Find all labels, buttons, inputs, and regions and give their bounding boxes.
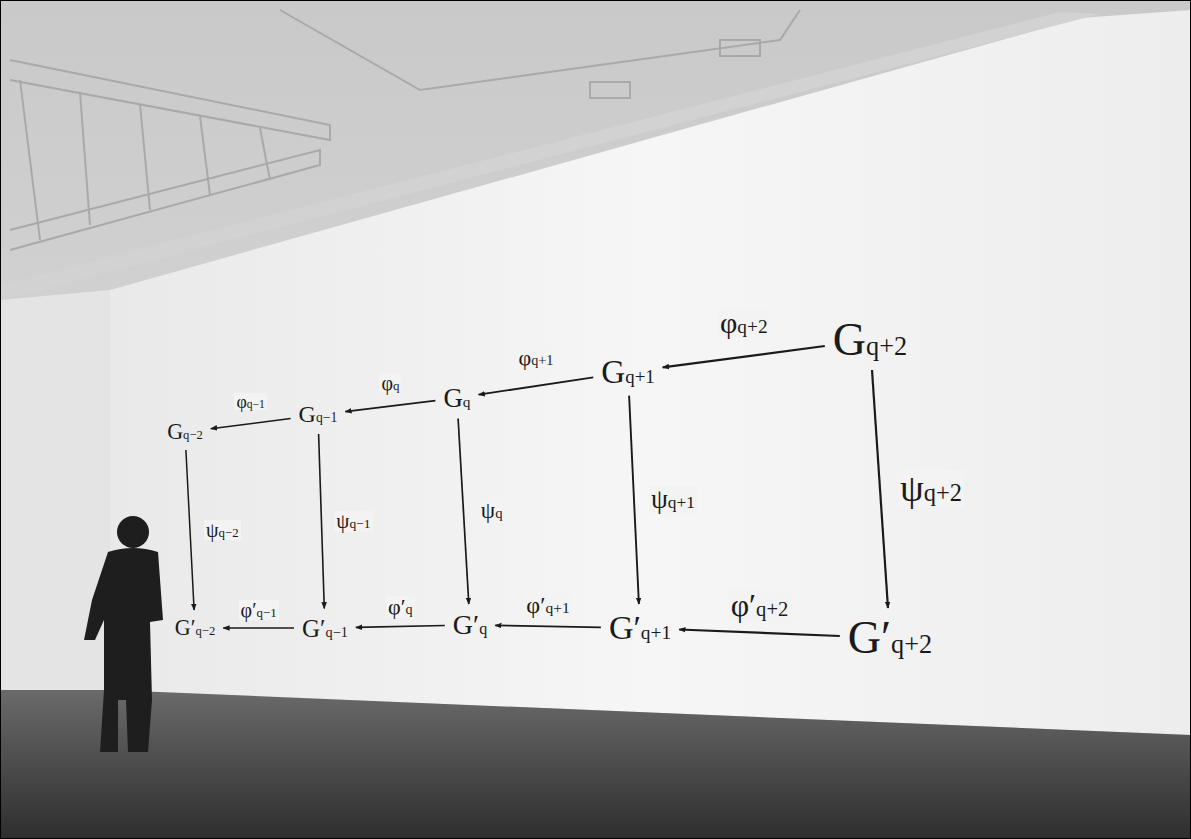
math-object: Gq+2 <box>830 315 910 365</box>
object-symbol: G′q−2 <box>175 617 215 639</box>
morphism-label: φq+1 <box>517 347 556 369</box>
morphism-label: φ′q <box>386 596 415 618</box>
morphism-label: φq+2 <box>718 308 770 338</box>
morphism-arrow <box>319 434 325 609</box>
morphism-label: φ′q−1 <box>239 600 279 620</box>
morphism-label: φ′q+2 <box>729 590 791 622</box>
morphism-arrow <box>345 401 435 412</box>
morphism-arrow <box>223 627 294 629</box>
object-symbol: G′q <box>453 611 487 639</box>
object-symbol: Gq+2 <box>833 317 907 363</box>
floor <box>0 690 1191 839</box>
morphism-arrow <box>186 450 194 610</box>
math-object: G′q <box>450 609 490 641</box>
morphism-arrow <box>479 377 594 394</box>
morphism-label: ψq+1 <box>649 486 697 513</box>
object-symbol: G′q+2 <box>848 615 932 661</box>
morphism-label: ψq+2 <box>898 470 964 508</box>
object-symbol: Gq−1 <box>299 403 338 427</box>
math-object: G′q−1 <box>299 614 351 643</box>
math-object: G′q−2 <box>172 615 218 641</box>
morphism-label: ψq−1 <box>334 511 372 532</box>
morphism-label: φq−1 <box>234 393 267 411</box>
ceiling-truss <box>10 10 800 250</box>
morphism-arrow <box>679 630 840 637</box>
morphism-arrow <box>458 419 469 605</box>
morphism-label: ψq <box>479 500 505 523</box>
morphism-label: φ′q+1 <box>524 593 571 617</box>
object-symbol: Gq−2 <box>167 421 203 443</box>
visitor-silhouette <box>84 516 163 752</box>
object-symbol: Gq+1 <box>601 356 654 389</box>
object-symbol: Gq <box>443 385 470 412</box>
math-object: Gq+1 <box>598 354 657 391</box>
object-symbol: G′q−1 <box>302 616 348 641</box>
ceiling-edge <box>0 12 1100 300</box>
morphism-arrow <box>495 625 601 627</box>
math-object: G′q+2 <box>845 613 935 663</box>
math-object: Gq−1 <box>296 401 341 429</box>
morphism-arrow <box>663 346 825 367</box>
object-symbol: G′q+1 <box>609 611 671 645</box>
math-object: G′q+1 <box>606 609 674 647</box>
math-object: Gq <box>440 383 473 414</box>
morphism-arrow <box>356 626 445 628</box>
morphism-arrow <box>629 396 639 604</box>
morphism-label: φq <box>379 373 401 393</box>
morphism-arrow <box>872 370 888 608</box>
math-object: Gq−2 <box>164 419 206 445</box>
morphism-label: ψq−2 <box>204 520 241 540</box>
morphism-arrow <box>211 419 291 429</box>
